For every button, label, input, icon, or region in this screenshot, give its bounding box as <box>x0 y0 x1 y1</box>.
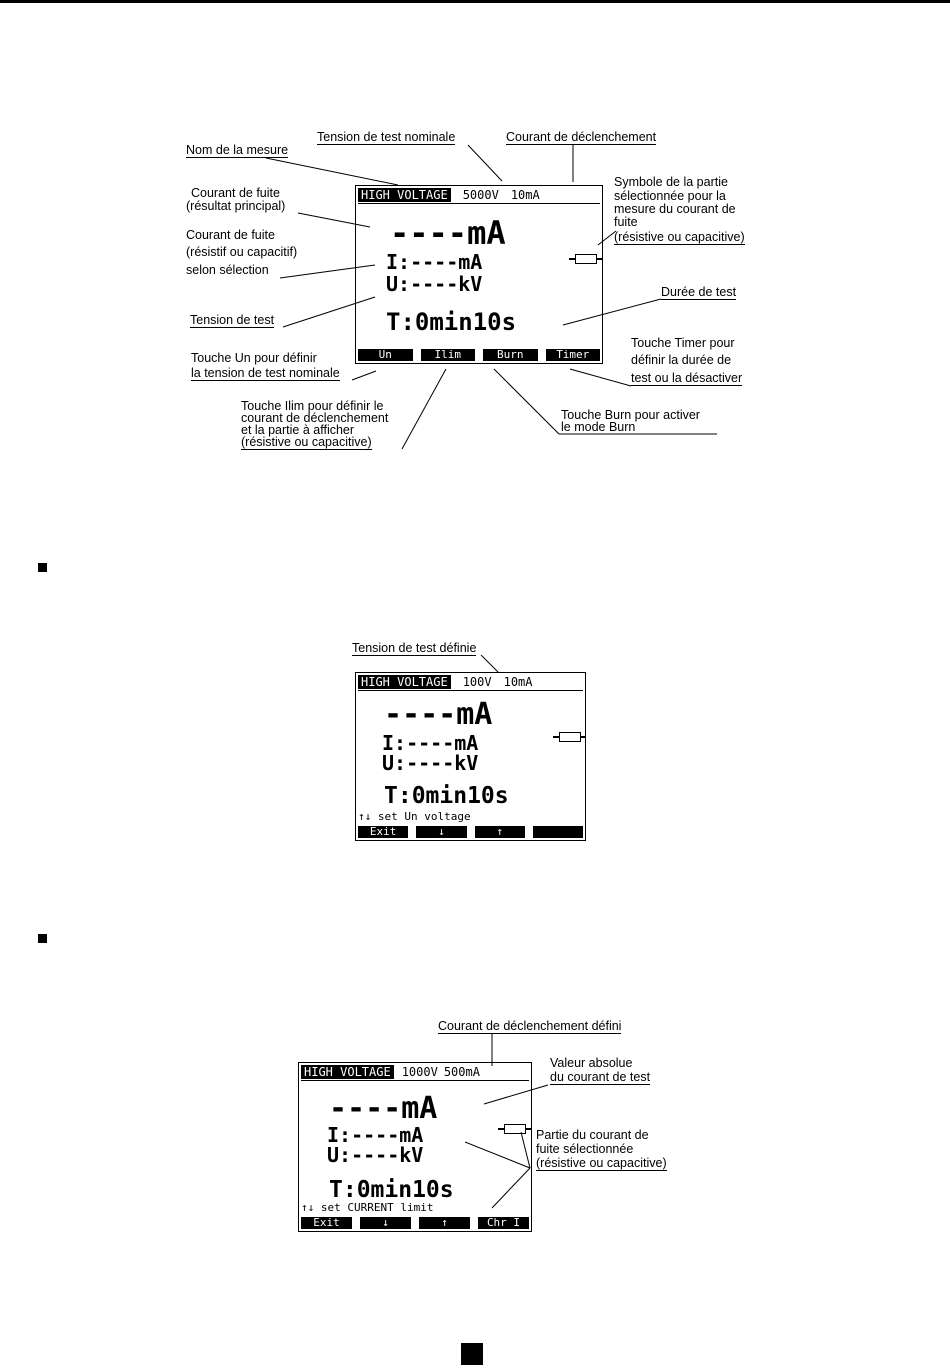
voltage-row: U:----kV <box>382 751 479 775</box>
measure-name: HIGH VOLTAGE <box>358 188 451 202</box>
label-symbol-2: sélectionnée pour la <box>614 189 726 203</box>
label-un-1: Touche Un pour définir <box>191 351 317 365</box>
label-leak-sel-1: Courant de fuite <box>186 228 275 242</box>
label-un-2: la tension de test nominale <box>191 366 340 381</box>
burn-key[interactable]: Burn <box>483 349 538 361</box>
lcd-header: HIGH VOLTAGE 1000V 500mA <box>301 1065 529 1079</box>
label-test-voltage: Tension de test <box>190 313 275 328</box>
hint-text: ↑↓ set CURRENT limit <box>301 1201 434 1214</box>
function-keys: Exit ↓ ↑ Chr I <box>301 1217 529 1229</box>
header-divider <box>358 203 600 204</box>
label-symbol-1: Symbole de la partie <box>614 175 728 189</box>
label-defined-voltage: Tension de test définie <box>352 641 477 656</box>
hint-text: ↑↓ set Un voltage <box>358 810 471 823</box>
resistive-part-icon <box>498 1124 531 1134</box>
main-result: ----mA <box>329 1091 438 1126</box>
page-number-block <box>461 1343 483 1365</box>
lcd-header: HIGH VOLTAGE 5000V 10mA <box>358 188 600 202</box>
label-ilim-4: (résistive ou capacitive) <box>241 435 372 450</box>
timer-key[interactable]: Timer <box>545 349 600 361</box>
label-ilim-2: courant de déclenchement <box>241 411 389 425</box>
label-duration: Durée de test <box>661 285 737 300</box>
label-measure-name: Nom de la mesure <box>186 143 289 158</box>
test-duration: T:0min10s <box>386 308 517 336</box>
header-divider <box>301 1080 529 1081</box>
top-rule <box>0 0 950 3</box>
nominal-voltage: 5000V <box>462 188 499 202</box>
label-symbol-3: mesure du courant de <box>614 202 736 216</box>
test-duration: T:0min10s <box>384 783 509 809</box>
trip-current: 500mA <box>443 1065 480 1079</box>
main-result: ----mA <box>390 214 506 252</box>
voltage-row: U:----kV <box>386 272 483 296</box>
up-key[interactable]: ↑ <box>419 1217 470 1229</box>
un-key[interactable]: Un <box>358 349 413 361</box>
bullet-marker <box>38 934 47 943</box>
label-ilim-3: et la partie à afficher <box>241 423 355 437</box>
label-ilim-1: Touche Ilim pour définir le <box>241 399 384 413</box>
header-divider <box>358 690 583 691</box>
label-symbol-5: (résistive ou capacitive) <box>614 230 745 245</box>
label-timer-3: test ou la désactiver <box>631 371 743 386</box>
up-key[interactable]: ↑ <box>474 826 525 838</box>
label-abs-2: du courant de test <box>550 1070 651 1085</box>
exit-key[interactable]: Exit <box>301 1217 352 1229</box>
current-row: I:----mA <box>386 250 483 274</box>
trip-current: 10mA <box>503 675 533 689</box>
label-leak-sel-3: selon sélection <box>186 263 269 277</box>
label-symbol-4: fuite <box>614 215 638 229</box>
current-row: I:----mA <box>327 1123 424 1147</box>
lcd-header: HIGH VOLTAGE 100V 10mA <box>358 675 583 689</box>
voltage-row: U:----kV <box>327 1143 424 1167</box>
label-burn-2: le mode Burn <box>561 420 636 434</box>
ilim-key[interactable]: Ilim <box>420 349 475 361</box>
resistive-part-icon <box>569 254 602 264</box>
resistive-part-icon <box>553 732 585 742</box>
label-abs-1: Valeur absolue <box>550 1056 633 1070</box>
label-part-2: fuite sélectionnée <box>536 1142 634 1156</box>
test-duration: T:0min10s <box>329 1177 454 1203</box>
label-timer-2: définir la durée de <box>631 353 732 367</box>
nominal-voltage: 1000V <box>401 1065 438 1079</box>
blank-key[interactable] <box>532 826 583 838</box>
label-timer-1: Touche Timer pour <box>631 336 735 350</box>
function-keys: Exit ↓ ↑ <box>358 826 583 838</box>
lcd-screen-main: HIGH VOLTAGE 5000V 10mA ----mA I:----mA U:… <box>355 185 603 364</box>
label-leak-current-2: (résultat principal) <box>186 199 286 213</box>
chr-i-key[interactable]: Chr I <box>478 1217 529 1229</box>
down-key[interactable]: ↓ <box>360 1217 411 1229</box>
bullet-marker <box>38 563 47 572</box>
down-key[interactable]: ↓ <box>416 826 467 838</box>
main-result: ----mA <box>384 697 493 732</box>
trip-current: 10mA <box>510 188 540 202</box>
exit-key[interactable]: Exit <box>358 826 409 838</box>
label-leak-sel-2: (résistif ou capacitif) <box>186 245 298 259</box>
lcd-screen-voltage: HIGH VOLTAGE 100V 10mA ----mA I:----mA U:-… <box>355 672 586 841</box>
label-trip-current: Courant de déclenchement <box>506 130 657 145</box>
label-burn-1: Touche Burn pour activer <box>561 408 700 422</box>
callout-lines-1 <box>265 144 717 450</box>
label-leak-current-1: Courant de fuite <box>191 186 280 200</box>
lcd-screen-current: HIGH VOLTAGE 1000V 500mA ----mA I:----mA U… <box>298 1062 532 1232</box>
label-part-3: (résistive ou capacitive) <box>536 1156 667 1171</box>
measure-name: HIGH VOLTAGE <box>301 1065 394 1079</box>
current-row: I:----mA <box>382 731 479 755</box>
measure-name: HIGH VOLTAGE <box>358 675 451 689</box>
label-defined-current: Courant de déclenchement défini <box>438 1019 622 1034</box>
nominal-voltage: 100V <box>462 675 492 689</box>
label-part-1: Partie du courant de <box>536 1128 649 1142</box>
label-nominal-voltage: Tension de test nominale <box>317 130 456 145</box>
function-keys: Un Ilim Burn Timer <box>358 349 600 361</box>
